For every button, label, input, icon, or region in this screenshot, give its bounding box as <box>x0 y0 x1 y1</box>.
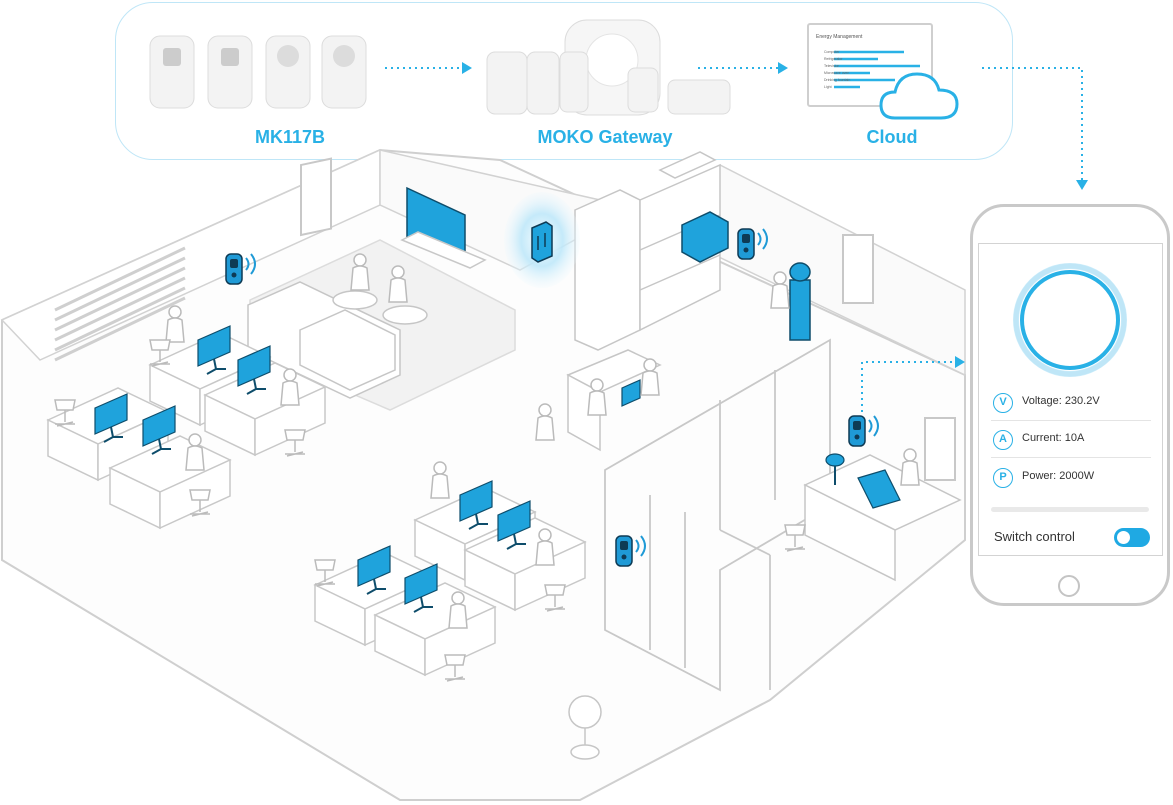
executive-desk <box>803 454 962 582</box>
television <box>400 186 487 269</box>
device-label: MK117B <box>254 127 326 147</box>
separator-bar <box>991 507 1149 512</box>
energy-unit: KWh <box>1054 330 1086 346</box>
window-blinds <box>54 246 186 362</box>
current-icon: A <box>993 430 1013 450</box>
power-icon: P <box>993 468 1013 488</box>
voltage-text: Voltage: 230.2V <box>1022 395 1100 407</box>
cloud-label: Cloud <box>866 127 918 147</box>
bar-table <box>566 349 662 452</box>
ble-gateway-label: BLE Gateway <box>490 286 559 330</box>
wall-frame-right <box>842 234 874 304</box>
ble-gateway-glow <box>504 192 580 288</box>
current-text: Current: 10A <box>1022 432 1085 444</box>
lounge-seating <box>247 281 428 399</box>
smart-plug-icon <box>737 228 768 260</box>
switch-control-toggle[interactable] <box>1114 528 1150 547</box>
power-row: P Power: 2000W <box>991 467 1151 491</box>
water-dispenser <box>789 262 811 341</box>
gateway-icon <box>531 221 553 263</box>
floor-outline <box>0 148 966 801</box>
voltage-row: V Voltage: 230.2V <box>991 392 1151 416</box>
energy-value: 100.5 <box>1037 302 1103 332</box>
smart-plug-icon <box>615 535 646 567</box>
lounge-rug <box>249 239 516 411</box>
toggle-knob <box>1117 531 1130 544</box>
home-button[interactable] <box>1058 575 1080 597</box>
potted-plant <box>568 695 602 760</box>
switch-control-label: Switch control <box>994 529 1075 544</box>
smart-plug-icon <box>225 253 256 285</box>
power-text: Power: 2000W <box>1022 470 1095 482</box>
meeting-room-walls <box>604 338 831 692</box>
kitchen-units <box>574 151 721 351</box>
wall-frame-left <box>300 157 332 237</box>
gateway-label: MOKO Gateway <box>537 127 673 147</box>
wall-frame-office <box>924 417 956 481</box>
back-wall <box>379 149 966 377</box>
laptop <box>621 379 641 407</box>
left-wall <box>0 148 381 361</box>
voltage-icon: V <box>993 393 1013 413</box>
divider <box>991 457 1151 458</box>
current-row: A Current: 10A <box>991 429 1151 453</box>
smart-plug-icon <box>848 415 879 447</box>
microwave <box>681 211 729 263</box>
exec-laptop <box>857 469 901 509</box>
divider <box>991 420 1151 421</box>
desk-lamp <box>825 453 845 485</box>
